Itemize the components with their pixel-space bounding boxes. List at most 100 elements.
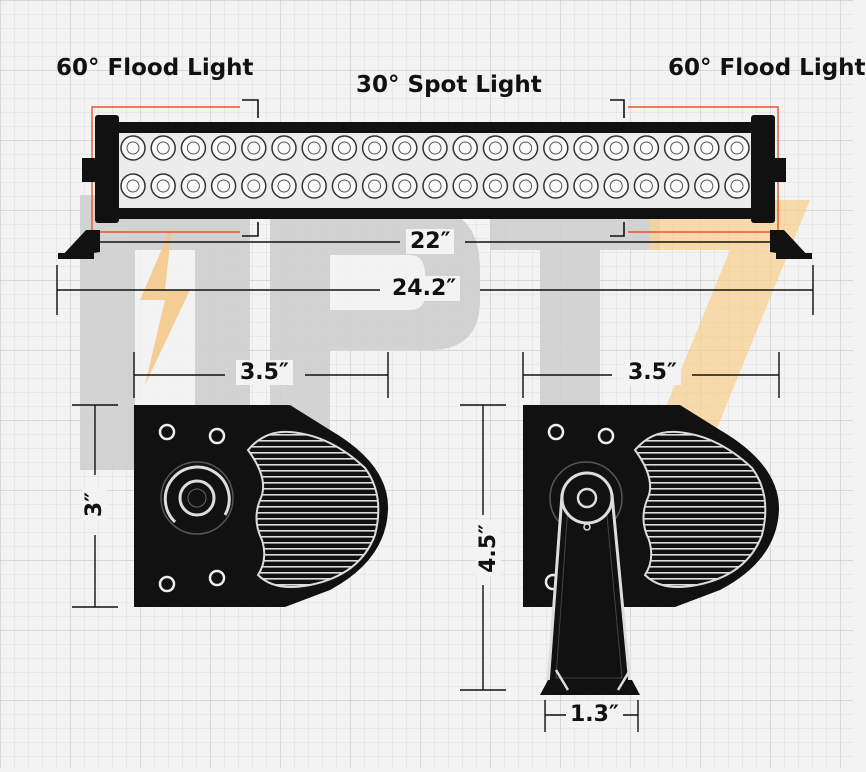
led-lens	[156, 141, 170, 155]
led	[150, 135, 176, 161]
led	[603, 173, 629, 199]
led	[452, 173, 478, 199]
dimension-diagram	[0, 0, 853, 768]
led-lens	[670, 179, 684, 193]
led-lens	[277, 179, 291, 193]
bracket-mounted-view	[523, 405, 780, 695]
led-lens	[428, 179, 442, 193]
led	[301, 173, 327, 199]
led	[210, 173, 237, 199]
led-lens	[488, 141, 502, 155]
led-lens	[488, 179, 502, 193]
led	[694, 135, 720, 161]
led-lens	[368, 141, 382, 155]
led	[482, 135, 509, 161]
led	[422, 173, 448, 199]
led	[512, 135, 539, 161]
led-lens	[217, 179, 231, 193]
led-lens	[247, 179, 261, 193]
led-grid	[120, 135, 750, 199]
mount-foot-width-label: 1.3″	[566, 702, 623, 727]
light-bar	[58, 115, 812, 259]
led	[482, 173, 509, 199]
led	[724, 173, 750, 199]
led	[392, 135, 418, 161]
led-lens	[670, 141, 684, 155]
led-lens	[579, 141, 593, 155]
watermark-logo	[80, 195, 810, 470]
led-lens	[428, 141, 442, 155]
led	[331, 135, 358, 161]
led	[633, 135, 660, 161]
led	[452, 135, 478, 161]
led	[603, 135, 629, 161]
led-lens	[639, 141, 653, 155]
led-lens	[337, 179, 351, 193]
led	[512, 173, 539, 199]
led	[694, 173, 720, 199]
led-lens	[126, 141, 140, 155]
led	[543, 135, 569, 161]
flood-light-label-right: 60° Flood Light	[668, 55, 866, 81]
led	[210, 135, 237, 161]
led-lens	[337, 141, 351, 155]
led-lens	[549, 141, 563, 155]
led	[271, 173, 297, 199]
led	[241, 135, 267, 161]
led	[180, 173, 207, 199]
led	[543, 173, 569, 199]
led	[301, 135, 327, 161]
led-lens	[307, 179, 321, 193]
led-lens	[307, 141, 321, 155]
led-lens	[700, 179, 714, 193]
led-lens	[730, 141, 744, 155]
led-lens	[398, 141, 412, 155]
led	[573, 135, 599, 161]
led	[180, 135, 207, 161]
led-lens	[519, 141, 533, 155]
led	[331, 173, 358, 199]
led	[573, 173, 599, 199]
led-lens	[609, 179, 623, 193]
led-lens	[368, 179, 382, 193]
led-lens	[458, 141, 472, 155]
led	[271, 135, 297, 161]
bracket-side-view	[134, 405, 389, 607]
led	[361, 173, 388, 199]
led-lens	[700, 141, 714, 155]
led-lens	[519, 179, 533, 193]
bracket-height-label: 3″	[82, 487, 108, 522]
inner-length-label: 22″	[406, 229, 455, 254]
led	[361, 135, 388, 161]
led-lens	[579, 179, 593, 193]
flood-light-label-left: 60° Flood Light	[56, 55, 254, 81]
led-lens	[639, 179, 653, 193]
dimension-lines	[56, 232, 814, 732]
led-lens	[730, 179, 744, 193]
led	[633, 173, 660, 199]
led	[663, 173, 690, 199]
led	[392, 173, 418, 199]
bracket-width-label-right: 3.5″	[624, 360, 681, 385]
led-lens	[186, 179, 200, 193]
led	[120, 135, 146, 161]
led-lens	[458, 179, 472, 193]
led-lens	[398, 179, 412, 193]
led-lens	[609, 141, 623, 155]
mounted-height-label: 4.5″	[475, 520, 501, 577]
led-lens	[549, 179, 563, 193]
led	[663, 135, 690, 161]
led	[422, 135, 448, 161]
led-lens	[156, 179, 170, 193]
led-lens	[247, 141, 261, 155]
led	[241, 173, 267, 199]
led	[120, 173, 146, 199]
led-lens	[186, 141, 200, 155]
spot-light-label: 30° Spot Light	[356, 72, 542, 98]
overall-length-label: 24.2″	[388, 276, 461, 301]
led	[724, 135, 750, 161]
bracket-width-label-left: 3.5″	[236, 360, 293, 385]
led-lens	[126, 179, 140, 193]
spot-zone-brackets	[242, 99, 625, 237]
